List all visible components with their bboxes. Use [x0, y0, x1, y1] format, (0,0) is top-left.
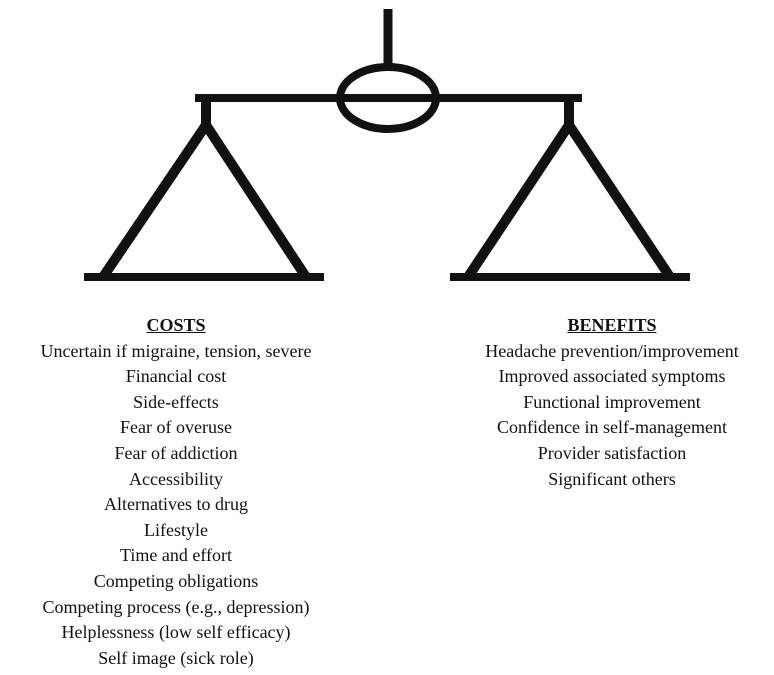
costs-item: Alternatives to drug: [104, 494, 248, 515]
costs-item: Uncertain if migraine, tension, severe: [40, 340, 312, 361]
costs-heading: COSTS: [146, 315, 206, 335]
benefits-item: Functional improvement: [523, 391, 701, 412]
left-pan-frame: [98, 115, 311, 280]
benefits-item: Improved associated symptoms: [498, 366, 726, 387]
costs-item: Fear of addiction: [114, 442, 238, 463]
costs-item: Helplessness (low self efficacy): [61, 622, 291, 643]
costs-column: COSTS Uncertain if migraine, tension, se…: [0, 313, 352, 671]
right-pan-frame: [463, 115, 675, 280]
costs-item: Accessibility: [129, 468, 223, 489]
costs-item: Financial cost: [125, 366, 227, 387]
costs-list: Uncertain if migraine, tension, severe F…: [0, 339, 352, 672]
benefits-item: Significant others: [548, 468, 676, 489]
benefits-item: Confidence in self-management: [497, 417, 727, 438]
costs-item: Side-effects: [133, 391, 219, 412]
costs-item: Fear of overuse: [120, 417, 232, 438]
costs-item: Competing obligations: [93, 570, 259, 591]
costs-item: Competing process (e.g., depression): [42, 596, 310, 617]
benefits-item: Provider satisfaction: [537, 442, 687, 463]
costs-item: Lifestyle: [144, 519, 208, 540]
benefits-heading: BENEFITS: [567, 315, 657, 335]
benefits-list: Headache prevention/improvement Improved…: [447, 339, 774, 493]
benefits-column: BENEFITS Headache prevention/improvement…: [447, 313, 774, 492]
balance-scale-icon: [84, 9, 690, 281]
costs-item: Self image (sick role): [98, 647, 254, 668]
benefits-item: Headache prevention/improvement: [485, 340, 739, 361]
costs-item: Time and effort: [120, 545, 232, 566]
